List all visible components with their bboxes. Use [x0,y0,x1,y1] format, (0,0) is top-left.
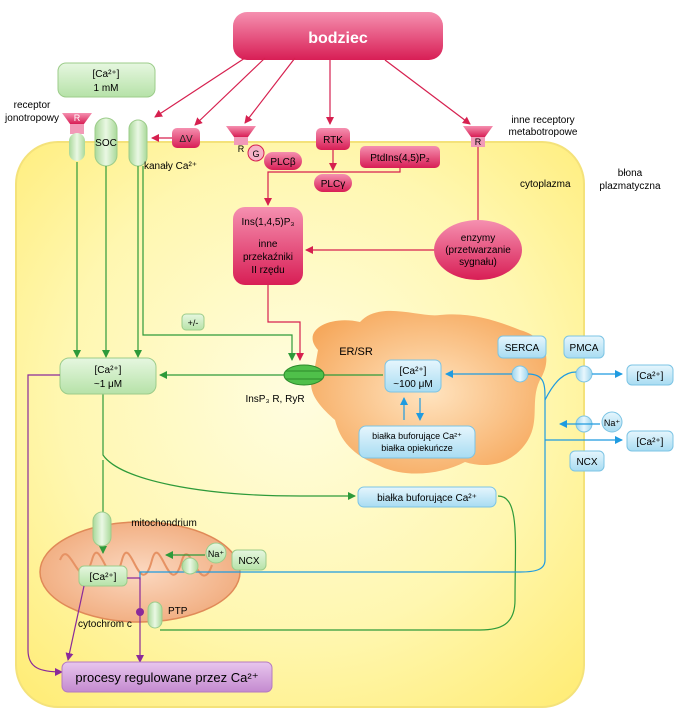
soc-label: SOC [95,138,117,149]
ip3r-ryr-channel [283,364,325,386]
plcb-box [264,152,302,170]
rtk-label: RTK [323,135,343,146]
processes-box [61,661,273,693]
cytosolic-ca-label: [Ca²⁺] [95,365,122,376]
serca-label: SERCA [505,343,540,354]
other-receptor-icon: R [463,126,493,147]
er-buffer-label-2: białka opiekuńcze [381,443,453,453]
other-receptors-label-2: metabotropowe [509,127,578,138]
svg-text:R: R [74,113,81,123]
ncx-mito-box [231,549,267,571]
pmca-box [563,335,605,359]
na-ion-mito [205,542,227,564]
ncx-mito-pump [181,557,199,575]
ionotropic-label-2: jonotropowy [4,113,59,124]
stimulus-label: bodziec [308,30,368,47]
ip3-messengers-label: przekaźniki [243,252,293,263]
ncx-pm-label: NCX [576,457,597,468]
green-paths [73,162,517,631]
cytosolic-ca-box [59,357,157,395]
stimulus-arrows [154,57,471,126]
serca-box [497,335,547,359]
delta-v-box [172,128,200,148]
ncx-mito-label: NCX [238,556,259,567]
plcb-label: PLCβ [270,157,295,168]
purple-paths [27,374,144,676]
ptp-label: PTP [168,606,188,617]
ip3-other-label: inne [259,239,278,250]
ionotropic-channel [69,133,85,161]
metabotropic-receptor-icon: R [226,126,256,154]
plus-minus-box [181,313,205,331]
er-ca-label: [Ca²⁺] [400,366,427,377]
ip3-second-label: II rzędu [251,265,284,276]
extracellular-ca-box [57,62,156,98]
cytoplasm-buffer-box [357,486,497,508]
extracellular-ca-out-1 [626,364,674,386]
blue-paths [139,370,623,580]
pmca-pump [575,365,593,383]
processes-label: procesy regulowane przez Ca²⁺ [75,670,258,685]
mitochondrion-label: mitochondrium [131,518,197,529]
er-buffer-box [358,425,476,459]
enzymes-label-1: enzymy [461,233,495,244]
ionotropic-receptor-icon: R [62,113,92,134]
svg-text:R: R [238,144,245,154]
svg-text:R: R [475,137,482,147]
pip2-box [360,146,440,168]
cytoplasm-label: cytoplazma [520,179,571,190]
pmca-label: PMCA [570,343,599,354]
membrane-label-1: błona [618,168,643,179]
membrane-label-2: plazmatyczna [599,181,661,192]
cytosolic-ca-value: ~1 μM [94,379,122,390]
na-mito-label: Na⁺ [208,549,225,559]
extracellular-ca-out-2-label: [Ca²⁺] [637,437,664,448]
enzymes-box [434,220,522,280]
rtk-box [316,128,350,150]
ionotropic-label-1: receptor [14,100,51,111]
mito-ca-label: [Ca²⁺] [90,572,117,583]
ip3-box [233,207,303,285]
ip3r-label: InsP₃ R, RyR [245,394,304,405]
extracellular-ca-out-2 [626,430,674,452]
er-buffer-label-1: białka buforujące Ca²⁺ [372,431,462,441]
na-ion-pm [601,411,623,433]
mcu-channel [92,511,112,547]
g-protein-label: G [252,149,259,159]
extracellular-ca-out-1-label: [Ca²⁺] [637,371,664,382]
ip3-label: Ins(1,4,5)P₃ [242,217,295,228]
plus-minus-label: +/- [188,318,199,328]
other-receptors-label-1: inne receptory [511,115,574,126]
cytoplasm-buffer-label: białka buforujące Ca²⁺ [377,493,477,504]
er-ca-box [384,359,442,393]
er-sr-label: ER/SR [339,346,373,358]
serca-pump [511,365,529,383]
er-ca-value: ~100 μM [393,379,432,390]
red-signal-paths [264,147,482,361]
ncx-pm-box [569,450,605,472]
pip2-label: PtdIns(4,5)P₂ [370,153,430,164]
cytochrome-c-label: cytochrom c [78,619,132,630]
delta-v-label: ΔV [179,134,193,145]
ptp-channel [147,601,163,629]
plcg-label: PLCγ [321,179,345,190]
extracellular-ca-value: 1 mM [94,83,119,94]
na-pm-label: Na⁺ [604,418,621,428]
ca-channel [128,119,148,167]
plcg-box [314,174,352,192]
g-protein [247,144,265,162]
enzymes-label-2: (przetwarzanie [445,245,511,256]
stimulus-box [233,12,443,60]
ca-channels-label: kanały Ca²⁺ [144,161,197,172]
mito-ca-box [78,565,128,587]
extracellular-ca-label: [Ca²⁺] [93,69,120,80]
enzymes-label-3: sygnału) [459,257,497,268]
